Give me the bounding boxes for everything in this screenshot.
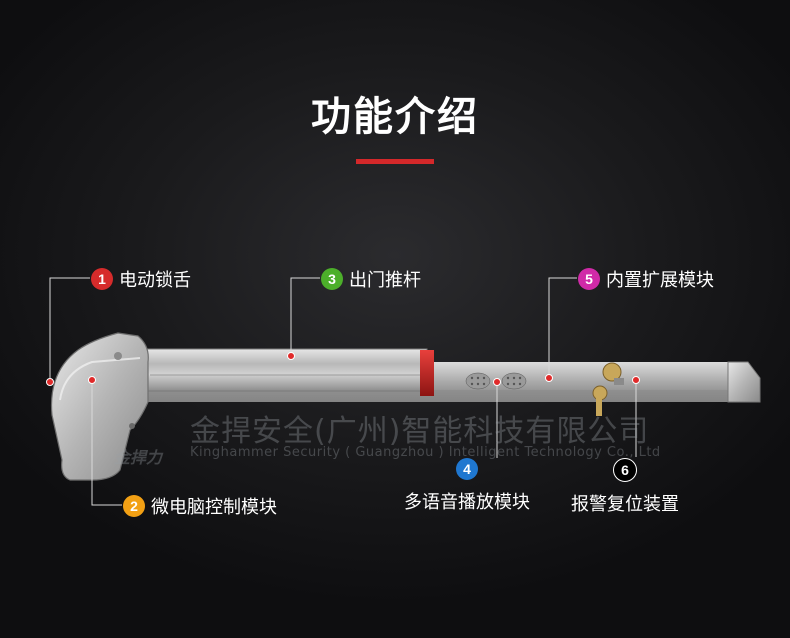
feature-1-badge: 1 [91,268,113,290]
watermark-company-cn: 金捍安全(广州)智能科技有限公司 [190,414,650,449]
feature-2-label: 2 微电脑控制模块 [123,493,277,519]
feature-3-label: 3 出门推杆 [321,266,421,292]
feature-6-label: 6 报警复位装置 [571,458,679,516]
feature-1-text: 电动锁舌 [119,270,191,291]
page-title: 功能介绍 [311,94,479,140]
feature-5-text: 内置扩展模块 [606,270,714,291]
feature-2-badge: 2 [123,495,145,517]
feature-4-text: 多语音播放模块 [404,492,530,513]
feature-4-label: 4 多语音播放模块 [404,458,530,514]
feature-4-badge: 4 [456,458,478,480]
watermark-logo: 金捍力 [114,448,163,467]
feature-6-badge: 6 [613,458,637,482]
watermark-company-en: Kinghammer Security ( Guangzhou ) Intell… [190,445,661,460]
feature-2-text: 微电脑控制模块 [151,497,277,518]
title-underline [356,159,434,164]
feature-6-text: 报警复位装置 [571,494,679,515]
key-icon [592,362,624,416]
feature-1-label: 1 电动锁舌 [91,266,191,292]
feature-5-badge: 5 [578,268,600,290]
feature-3-badge: 3 [321,268,343,290]
feature-3-text: 出门推杆 [349,270,421,291]
feature-5-label: 5 内置扩展模块 [578,266,714,292]
